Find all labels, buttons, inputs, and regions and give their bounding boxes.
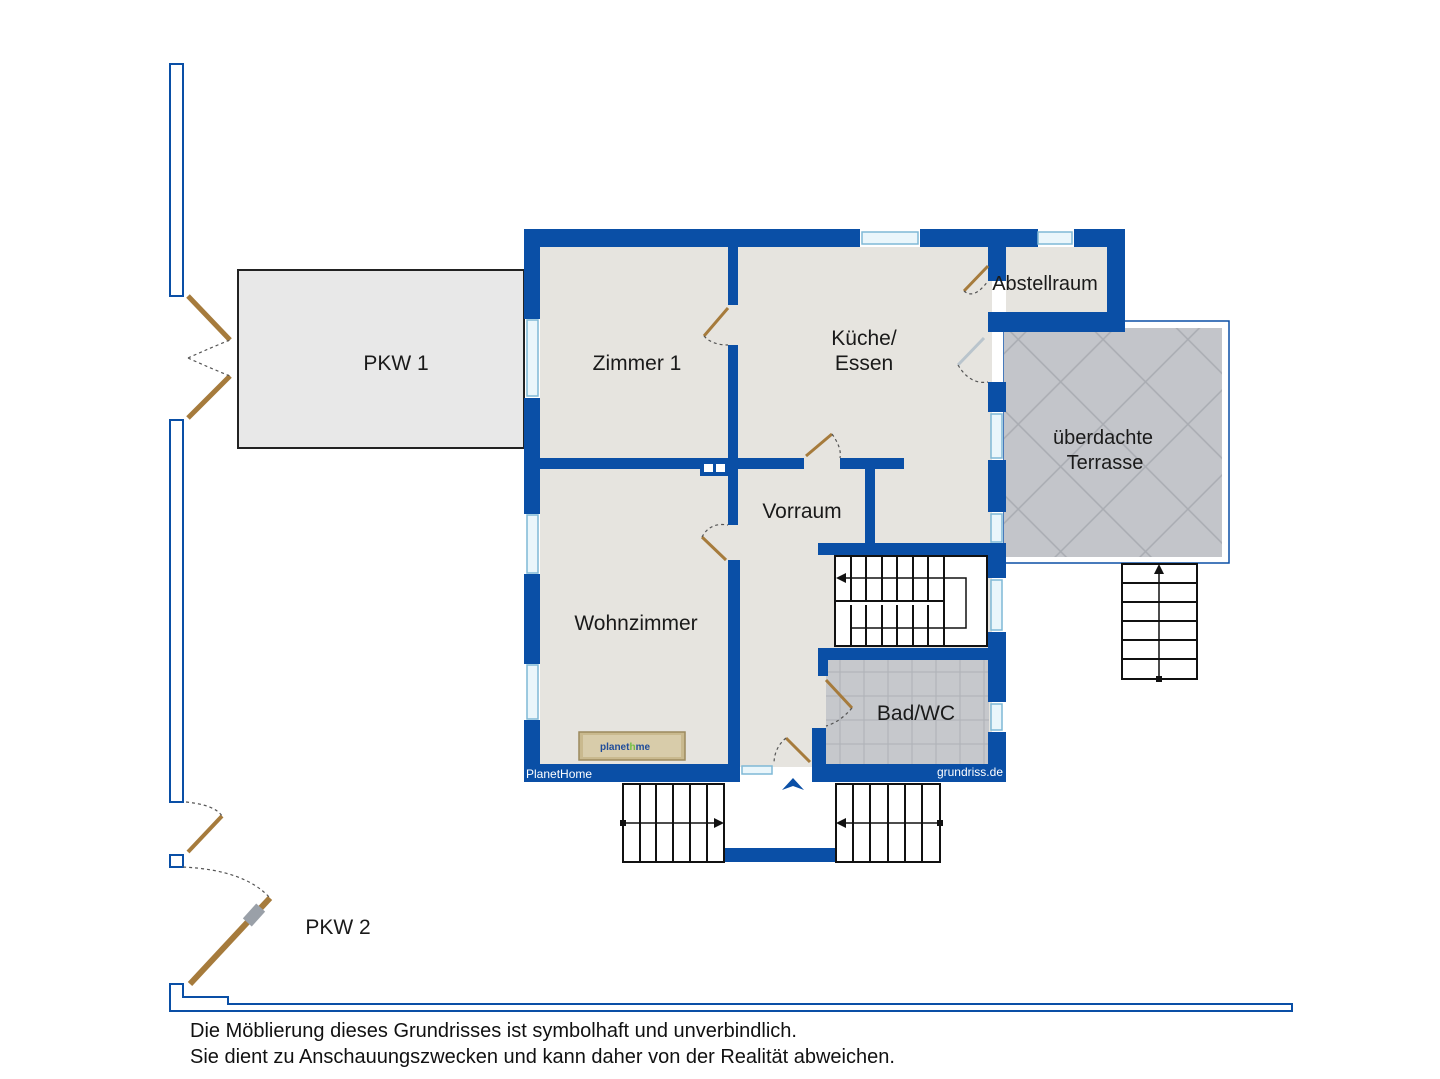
room-label-kueche-1: Küche/ [831, 327, 897, 350]
porch-stairs-right [835, 783, 943, 863]
property-boundary [169, 63, 1293, 1012]
exterior-walls [524, 229, 1125, 782]
terrace-stairs [1121, 563, 1198, 682]
room-label-abstellraum: Abstellraum [992, 273, 1098, 295]
disclaimer: Die Möblierung dieses Grundrisses ist sy… [190, 1018, 895, 1070]
disclaimer-line-1: Die Möblierung dieses Grundrisses ist sy… [190, 1020, 797, 1042]
room-label-pkw1: PKW 1 [363, 352, 428, 375]
room-label-terrasse-2: Terrasse [1067, 452, 1144, 474]
planethome-logo: planethme [578, 731, 686, 761]
brand-label-right: grundriss.de [937, 765, 1003, 779]
bathroom-floor [826, 658, 989, 765]
windows [526, 231, 1073, 775]
room-label-pkw2: PKW 2 [305, 916, 370, 939]
room-label-kueche-2: Essen [835, 352, 893, 375]
room-label-vorraum: Vorraum [762, 500, 841, 523]
disclaimer-line-2: Sie dient zu Anschauungszwecken und kann… [190, 1046, 895, 1068]
room-label-wohnzimmer: Wohnzimmer [574, 612, 697, 635]
svg-text:planethme: planethme [600, 742, 650, 753]
porch-stairs-left [620, 783, 725, 863]
garage-gate-doors [182, 294, 273, 987]
covered-terrace [1003, 320, 1230, 564]
carport-pkw1 [237, 269, 525, 449]
room-label-bad: Bad/WC [877, 702, 955, 725]
room-label-terrasse-1: überdachte [1053, 427, 1153, 449]
interior-doors [700, 264, 990, 765]
interior-stairs [834, 555, 988, 647]
brand-label-left: PlanetHome [526, 767, 592, 781]
entrance-porch [724, 778, 836, 862]
room-label-zimmer1: Zimmer 1 [593, 352, 682, 375]
interior-walls [540, 247, 1006, 782]
chimney [700, 460, 730, 476]
